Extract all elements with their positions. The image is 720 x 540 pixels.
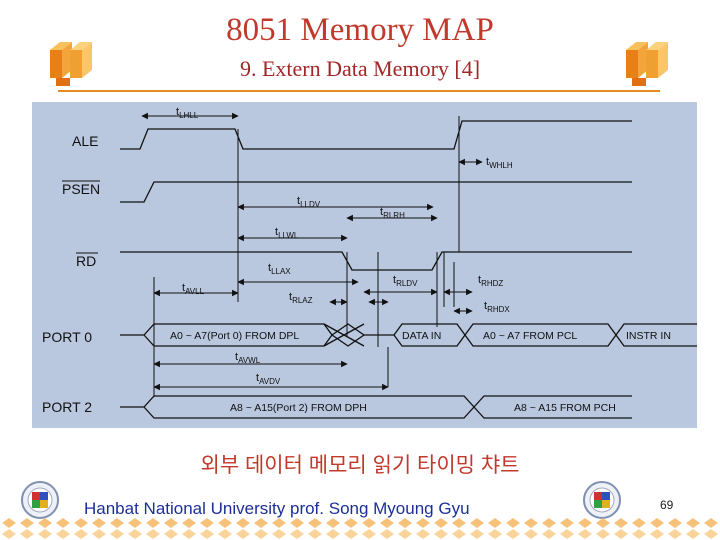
port0-data-in-label: DATA IN [402, 330, 441, 342]
timing-label: tLHLL [176, 106, 199, 120]
ale-waveform [120, 120, 632, 150]
timing-label: tAVLL [182, 282, 205, 296]
timing-label: tRLDV [393, 274, 418, 288]
psen-waveform [120, 181, 632, 203]
port2-addr-pch-label: A8 ~ A15 FROM PCH [514, 402, 616, 414]
timing-label: tWHLH [486, 156, 513, 170]
university-seal-icon [583, 481, 621, 519]
timing-label: tRLAZ [289, 291, 313, 305]
cube-logo-icon [50, 42, 92, 86]
rd-waveform [120, 251, 632, 271]
page-number: 69 [660, 498, 674, 512]
port2-bus [120, 395, 475, 419]
timing-diagram: ALE PSEN RD PORT 0 PORT 2 A0 ~ A7(Port 0… [42, 106, 697, 419]
timing-diagram-panel: ALE PSEN RD PORT 0 PORT 2 A0 ~ A7(Port 0… [32, 102, 697, 428]
timing-label: tRHDZ [478, 274, 503, 288]
port0-addr-pcl-label: A0 ~ A7 FROM PCL [483, 330, 577, 342]
diagram-caption: 외부 데이터 메모리 읽기 타이밍 챠트 [200, 454, 520, 477]
page-subtitle: 9. Extern Data Memory [4] [239, 56, 481, 81]
cube-logo-icon [626, 42, 668, 86]
signal-label-port0: PORT 0 [42, 329, 92, 345]
timing-label: tLLDV [297, 195, 321, 209]
signal-label-ale: ALE [72, 133, 98, 149]
timing-label: tLLAX [268, 262, 291, 276]
signal-label-psen: PSEN [62, 181, 100, 197]
port0-instr-in-label: INSTR IN [626, 330, 671, 342]
timing-label: tRHDX [484, 300, 510, 314]
diamond-pattern-decoration [0, 517, 720, 540]
port2-addr-high-label: A8 ~ A15(Port 2) FROM DPH [230, 402, 367, 414]
signal-label-rd: RD [76, 253, 96, 269]
timing-label: tAVWL [235, 351, 261, 365]
port0-addr-low-label: A0 ~ A7(Port 0) FROM DPL [170, 330, 299, 342]
footer-credit: Hanbat National University prof. Song My… [84, 499, 470, 518]
port0-bus [120, 323, 333, 347]
university-seal-icon [21, 481, 59, 519]
timing-label: tLLWL [275, 226, 299, 240]
timing-label: tRLRH [380, 206, 405, 220]
signal-label-port2: PORT 2 [42, 399, 92, 415]
page-title: 8051 Memory MAP [226, 12, 494, 48]
timing-label: tAVDV [256, 372, 281, 386]
title-underline [58, 90, 660, 92]
